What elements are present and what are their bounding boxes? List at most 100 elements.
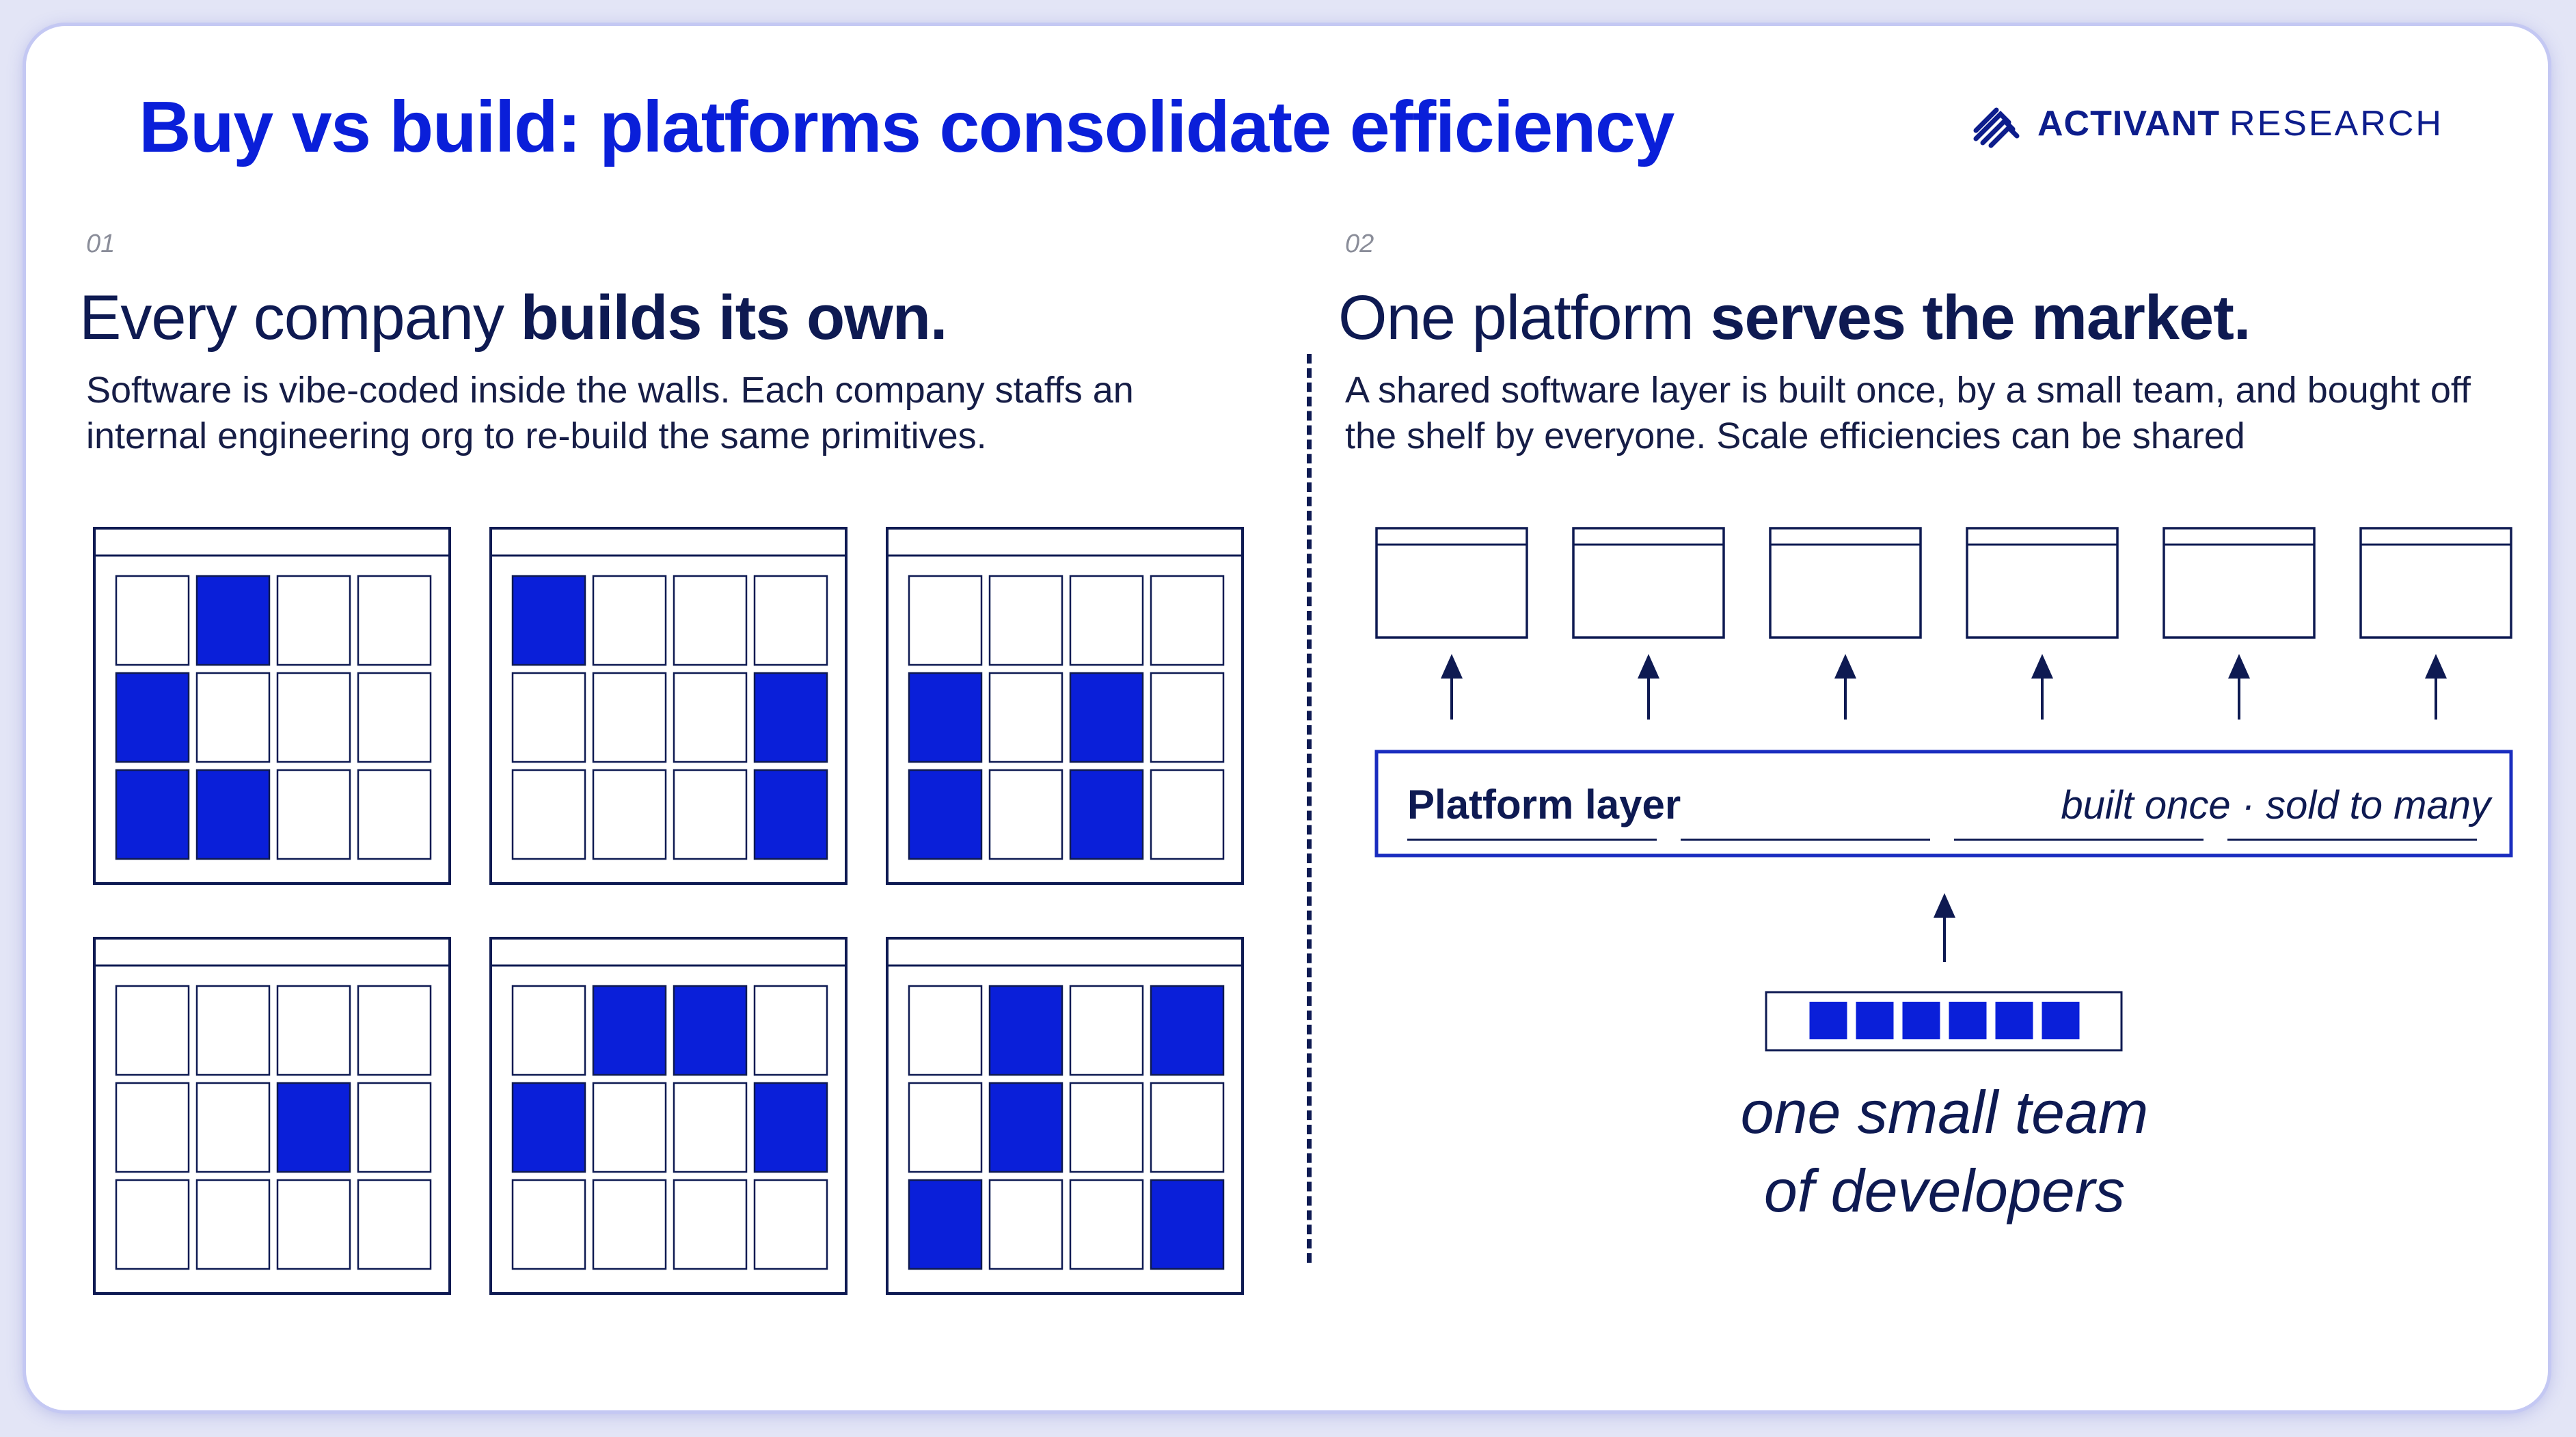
empty-module [511, 672, 586, 763]
empty-module [195, 1179, 271, 1270]
filled-module [115, 769, 190, 860]
empty-module [1069, 985, 1144, 1076]
left-heading-bold: builds its own. [520, 283, 948, 353]
empty-module [908, 985, 983, 1076]
platform-layer-label: Platform layer [1407, 782, 1681, 827]
right-heading-bold: serves the market. [1710, 283, 2251, 353]
customer-window-frame [1769, 527, 1922, 639]
platform-layer-box [1374, 750, 2513, 858]
slide-card: Buy vs build: platforms consolidate effi… [26, 26, 2548, 1410]
developer-square [2042, 1002, 2080, 1039]
filled-module [1069, 672, 1144, 763]
left-heading: Every company builds its own. [79, 282, 947, 354]
developer-square [1856, 1002, 1894, 1039]
empty-module [592, 769, 667, 860]
left-description: Software is vibe-coded inside the walls.… [86, 370, 1134, 456]
empty-module [357, 769, 432, 860]
team-members [1809, 1002, 2080, 1039]
empty-module [115, 1179, 190, 1270]
filled-module [276, 1082, 351, 1173]
customer-window [2359, 527, 2512, 639]
filled-module [908, 672, 983, 763]
customer-window-frame [1572, 527, 1725, 639]
filled-module [908, 769, 983, 860]
brand-logo: ACTIVANT RESEARCH [1970, 98, 2443, 149]
empty-module [511, 985, 586, 1076]
empty-module [592, 575, 667, 666]
developer-square [1902, 1002, 1940, 1039]
empty-module [511, 769, 586, 860]
customer-window-frame [1966, 527, 2119, 639]
team-label-line1: one small team [1741, 1078, 2149, 1146]
empty-module [115, 1082, 190, 1173]
filled-module [1150, 1179, 1225, 1270]
empty-module [592, 1082, 667, 1173]
section-number-02: 02 [1345, 230, 1374, 258]
empty-module [1069, 1082, 1144, 1173]
empty-module [753, 1179, 828, 1270]
empty-module [195, 672, 271, 763]
team-label-line2: of developers [1764, 1157, 2125, 1224]
empty-module [673, 1082, 748, 1173]
section-divider [1307, 354, 1312, 1263]
right-description: A shared software layer is built once, b… [1345, 370, 2471, 456]
filled-module [115, 672, 190, 763]
empty-module [1150, 1082, 1225, 1173]
empty-module [673, 769, 748, 860]
empty-module [357, 1179, 432, 1270]
platform-layer-tagline: built once · sold to many [2061, 783, 2493, 827]
empty-module [592, 1179, 667, 1270]
customer-window [1572, 527, 1725, 639]
empty-module [988, 1179, 1063, 1270]
empty-module [195, 1082, 271, 1173]
company-window [886, 527, 1244, 885]
empty-module [357, 1082, 432, 1173]
right-heading: One platform serves the market. [1338, 282, 2251, 354]
customer-window-frame [2163, 527, 2316, 639]
logo-sub-text: RESEARCH [2229, 103, 2443, 143]
company-grids-diagram [93, 527, 1244, 1295]
filled-module [908, 1179, 983, 1270]
empty-module [753, 575, 828, 666]
customer-window [1375, 527, 1528, 639]
empty-module [908, 575, 983, 666]
empty-module [1150, 769, 1225, 860]
filled-module [753, 1082, 828, 1173]
empty-module [1150, 575, 1225, 666]
company-window [93, 937, 451, 1295]
company-window [93, 527, 451, 885]
empty-module [357, 575, 432, 666]
empty-module [753, 985, 828, 1076]
empty-module [988, 769, 1063, 860]
section-number-01: 01 [86, 230, 116, 258]
customer-window [1769, 527, 1922, 639]
filled-module [195, 575, 271, 666]
filled-module [988, 1082, 1063, 1173]
empty-module [511, 1179, 586, 1270]
filled-module [195, 769, 271, 860]
right-heading-plain: One platform [1338, 283, 1711, 353]
filled-module [592, 985, 667, 1076]
customer-arrows [1441, 654, 2447, 720]
activant-stripes-icon [1973, 107, 2020, 148]
customer-window [1966, 527, 2119, 639]
empty-module [592, 672, 667, 763]
filled-module [1150, 985, 1225, 1076]
filled-module [511, 1082, 586, 1173]
developer-square [1995, 1002, 2033, 1039]
empty-module [673, 575, 748, 666]
customer-window [2163, 527, 2316, 639]
empty-module [1150, 672, 1225, 763]
logo-brand-text: ACTIVANT [2037, 103, 2221, 143]
empty-module [673, 1179, 748, 1270]
filled-module [988, 985, 1063, 1076]
filled-module [753, 769, 828, 860]
filled-module [673, 985, 748, 1076]
empty-module [276, 1179, 351, 1270]
developer-square [1809, 1002, 1847, 1039]
page-title: Buy vs build: platforms consolidate effi… [139, 87, 1675, 167]
customer-window-frame [1375, 527, 1528, 639]
empty-module [988, 575, 1063, 666]
filled-module [1069, 769, 1144, 860]
customer-windows [1375, 527, 2512, 639]
